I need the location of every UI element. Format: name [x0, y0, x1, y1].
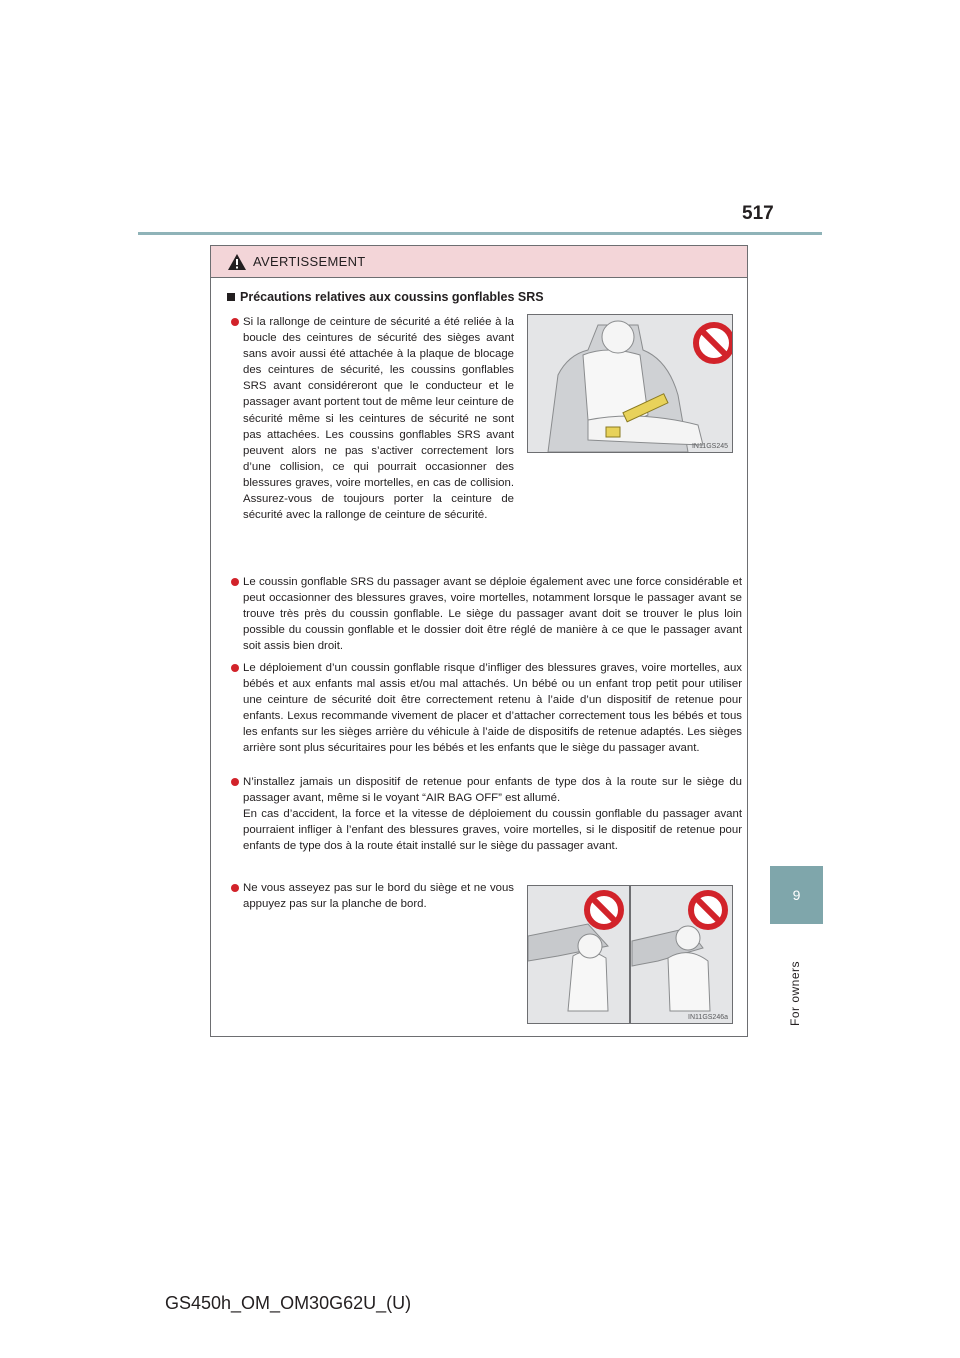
chapter-label: For owners	[788, 960, 802, 1026]
bullet-dot-icon	[231, 578, 239, 586]
seatbelt-illustration-icon	[528, 315, 732, 452]
bullet-text: Le déploiement d’un coussin gonflable ri…	[243, 662, 742, 755]
seat-edge-illustration-icon	[528, 886, 732, 1023]
bullet-seatbelt-extender: Si la rallonge de ceinture de sécurité a…	[231, 314, 515, 523]
bullet-passenger-airbag: Le coussin gonflable SRS du passager ava…	[231, 574, 742, 654]
square-bullet-icon	[227, 293, 235, 301]
bullet-dot-icon	[231, 778, 239, 786]
chapter-tab: 9	[770, 866, 823, 924]
illustration-seatbelt: IN11GS245	[527, 314, 733, 453]
page-number: 517	[742, 203, 774, 224]
document-code: GS450h_OM_OM30G62U_(U)	[165, 1293, 412, 1313]
illustration-code: IN11GS246a	[688, 1014, 728, 1021]
bullet-text-continued: En cas d’accident, la force et la vitess…	[243, 808, 742, 853]
bullet-seat-edge: Ne vous asseyez pas sur le bord du siège…	[231, 880, 514, 912]
bullet-rear-facing-seat: N’installez jamais un dispositif de rete…	[231, 774, 742, 854]
warning-box: AVERTISSEMENT Précautions relatives aux …	[210, 245, 748, 1037]
bullet-dot-icon	[231, 664, 239, 672]
bullet-children: Le déploiement d’un coussin gonflable ri…	[231, 660, 742, 757]
bullet-text: Le coussin gonflable SRS du passager ava…	[243, 576, 742, 653]
warning-header: AVERTISSEMENT	[211, 246, 747, 278]
bullet-text: N’installez jamais un dispositif de rete…	[243, 776, 742, 805]
header-rule	[138, 232, 822, 235]
section-heading-text: Précautions relatives aux coussins gonfl…	[240, 290, 544, 304]
warning-title: AVERTISSEMENT	[253, 254, 366, 269]
warning-triangle-icon	[228, 253, 246, 270]
bullet-dot-icon	[231, 318, 239, 326]
illustration-code: IN11GS245	[691, 443, 728, 450]
bullet-dot-icon	[231, 884, 239, 892]
section-heading: Précautions relatives aux coussins gonfl…	[227, 290, 544, 304]
bullet-text: Si la rallonge de ceinture de sécurité a…	[243, 316, 515, 522]
bullet-text: Ne vous asseyez pas sur le bord du siège…	[243, 882, 514, 911]
illustration-seat-edge: IN11GS246a	[527, 885, 733, 1024]
